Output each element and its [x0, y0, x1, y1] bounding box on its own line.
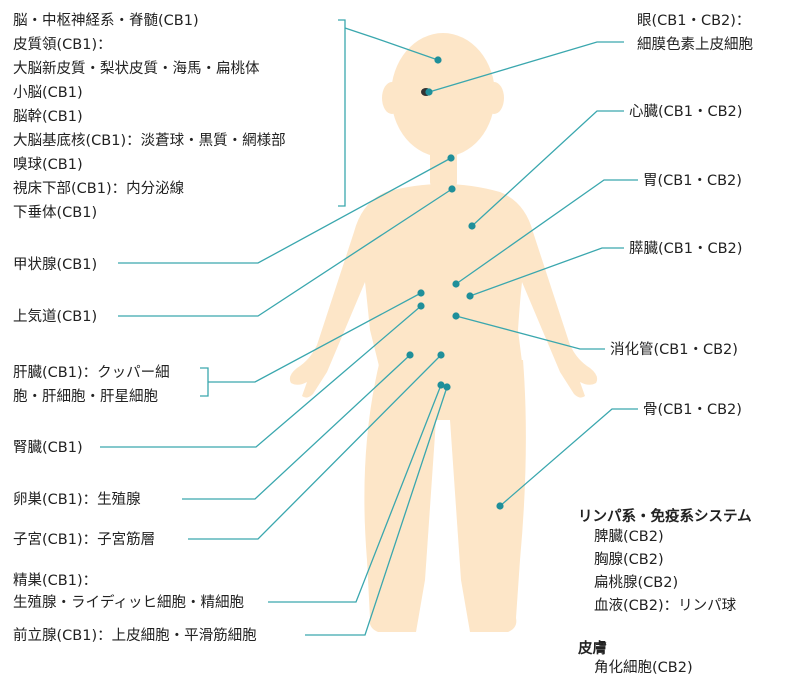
thyroid-leader [118, 157, 452, 264]
bone-dot [496, 502, 504, 510]
thyroid-label: 甲状腺(CB1) [13, 257, 98, 273]
brain-label-2: 皮質領(CB1)： [13, 37, 112, 53]
heart-dot [468, 222, 476, 230]
eye-dot [425, 88, 433, 96]
testis-dot [437, 381, 445, 389]
prostate-leader [305, 386, 448, 636]
brain-label-1: 脳・中枢神経系・脊髄(CB1) [13, 13, 199, 29]
pancreas-dot [466, 292, 474, 300]
kidney-leader [100, 305, 422, 448]
liver-dot [417, 289, 425, 297]
brain-label-4: 小脳(CB1) [13, 85, 83, 101]
uterus-label: 子宮(CB1)：子宮筋層 [13, 532, 156, 548]
testis-label-line1: 精巣(CB1)： [13, 573, 98, 589]
eye-leader [428, 41, 624, 93]
torso-and-arms [289, 184, 598, 398]
left-ear [382, 82, 402, 114]
stomach-leader [455, 179, 638, 285]
skin-title: 皮膚 [578, 641, 607, 657]
bone-label: 骨(CB1・CB2) [643, 402, 742, 418]
brain-label-8: 視床下部(CB1)：内分泌線 [13, 181, 185, 197]
skin-item-keratinocyte: 角化細胞(CB2) [594, 660, 693, 676]
ovary-dot [406, 351, 414, 359]
brain-leader [344, 27, 439, 61]
brain-label-7: 嗅球(CB1) [13, 157, 83, 173]
stomach-dot [452, 280, 460, 288]
ovary-label: 卵巣(CB1)：生殖腺 [13, 492, 141, 508]
airway-label: 上気道(CB1) [13, 309, 98, 325]
eye-label-line1: 眼(CB1・CB2)： [637, 13, 751, 29]
brain-bracket [338, 19, 346, 207]
immune-item-spleen: 脾臓(CB2) [594, 529, 664, 545]
ovary-leader [182, 354, 411, 500]
body-silhouette [289, 33, 598, 632]
heart-leader [471, 110, 624, 227]
liver-bracket [200, 367, 209, 397]
stomach-label: 胃(CB1・CB2) [643, 173, 742, 189]
brain-dot [434, 56, 442, 64]
brain-label-5: 脳幹(CB1) [13, 109, 83, 125]
liver-label-line2: 胞・肝細胞・肝星細胞 [13, 389, 158, 405]
kidney-label: 腎臓(CB1) [13, 440, 83, 456]
eye-label-line2: 細膜色素上皮細胞 [637, 37, 753, 53]
brain-label-3: 大脳新皮質・梨状皮質・海馬・扁桃体 [13, 61, 260, 77]
testis-leader [268, 384, 442, 603]
testis-label-line2: 生殖腺・ライディッヒ細胞・精細胞 [13, 595, 244, 611]
airway-leader [118, 188, 453, 317]
airway-dot [448, 185, 456, 193]
organ-dots [406, 56, 504, 510]
prostate-dot [443, 383, 451, 391]
legs [364, 360, 526, 632]
kidney-dot [417, 302, 425, 310]
heart-label: 心臓(CB1・CB2) [629, 104, 743, 120]
pancreas-leader [469, 247, 624, 297]
gut-label: 消化管(CB1・CB2) [610, 342, 738, 358]
immune-system-title: リンパ系・免疫系システム [578, 509, 752, 525]
pancreas-label: 膵臓(CB1・CB2) [629, 241, 743, 257]
immune-item-thymus: 胸腺(CB2) [594, 552, 664, 568]
head [391, 33, 495, 157]
uterus-dot [437, 351, 445, 359]
immune-item-blood: 血液(CB2)：リンパ球 [594, 598, 737, 614]
liver-leader [208, 292, 422, 383]
gut-dot [452, 312, 460, 320]
gut-leader [455, 315, 605, 350]
thyroid-dot [447, 154, 455, 162]
brain-label-9: 下垂体(CB1) [13, 205, 98, 221]
uterus-leader [188, 354, 442, 540]
right-ear [484, 82, 504, 114]
brain-label-6: 大脳基底核(CB1)：淡蒼球・黒質・網様部 [13, 133, 286, 149]
immune-item-tonsil: 扁桃腺(CB2) [594, 575, 679, 591]
leader-lines [100, 19, 638, 636]
neck [430, 148, 457, 188]
bone-leader [499, 408, 638, 507]
liver-label-line1: 肝臓(CB1)：クッパー細 [13, 365, 170, 381]
prostate-label: 前立腺(CB1)：上皮細胞・平滑筋細胞 [13, 628, 257, 644]
